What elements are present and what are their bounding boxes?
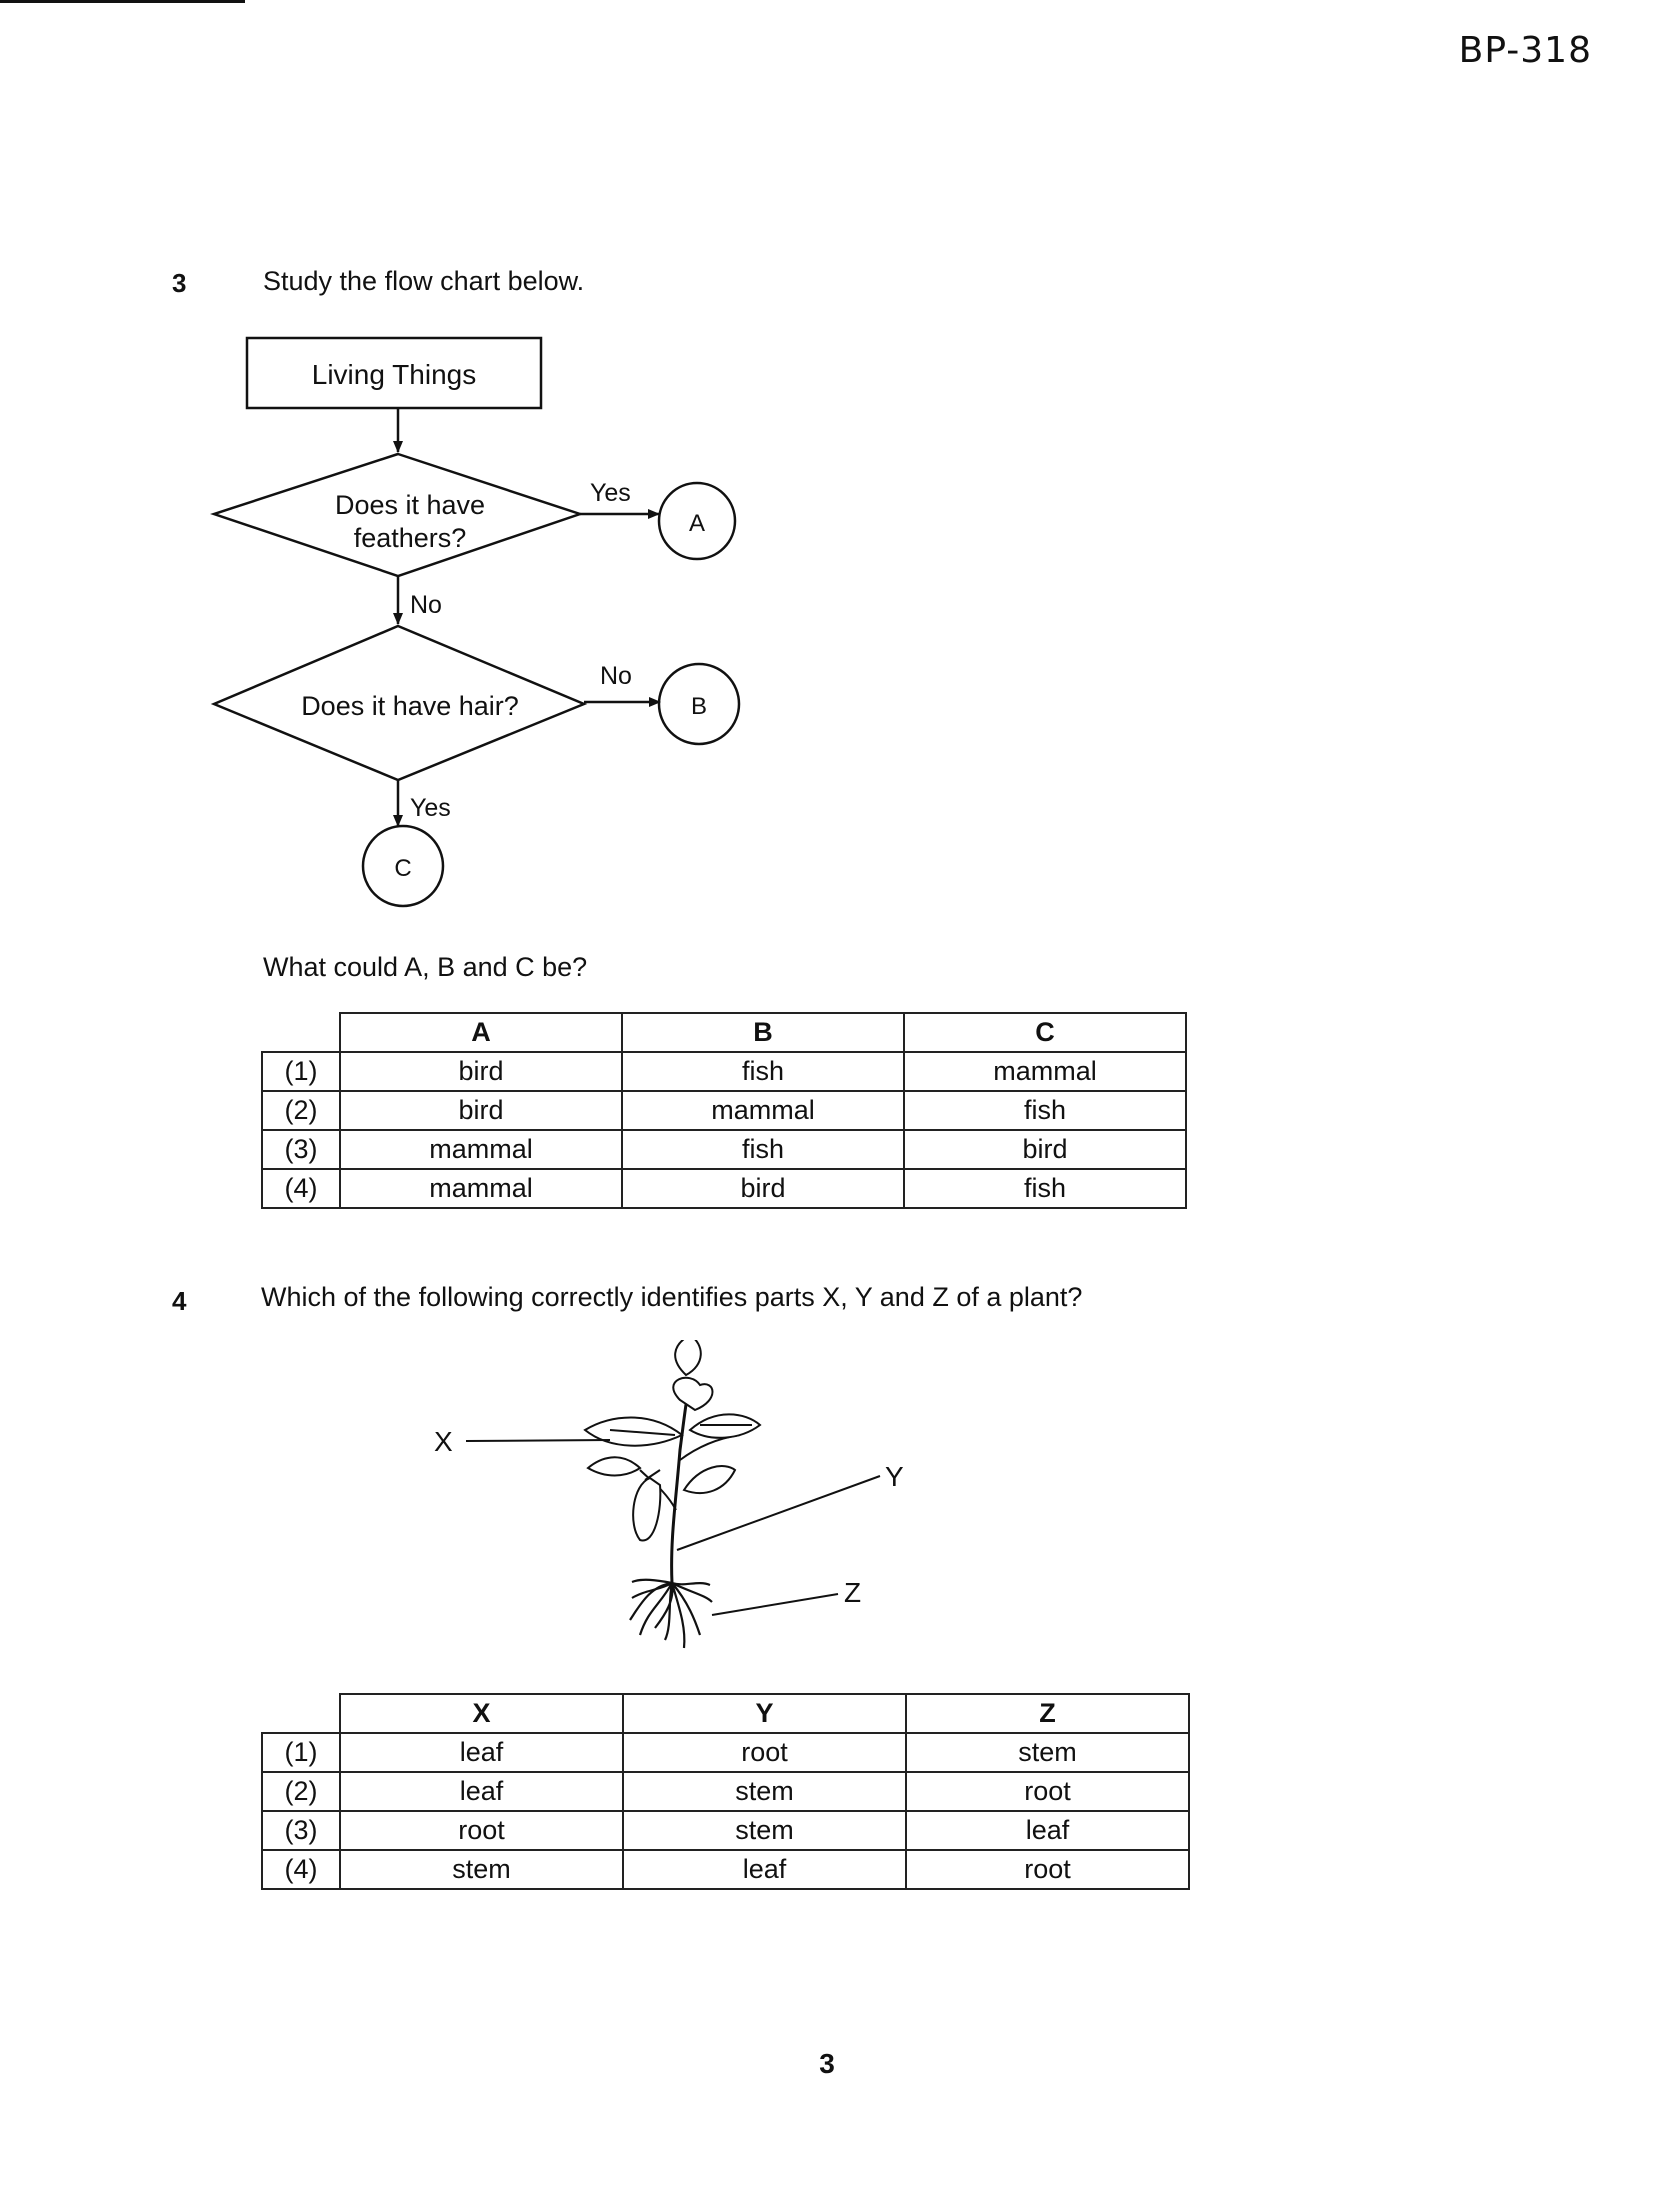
flowchart-no-label-2: No (600, 662, 632, 690)
table-cell: leaf (339, 1732, 624, 1773)
question-4-table: X Y Z (1) leaf root stem (2) leaf stem r… (261, 1693, 1190, 1890)
flowchart-a-label: A (689, 510, 705, 537)
table-row: (4) stem leaf root (261, 1849, 1190, 1890)
table-cell: bird (339, 1090, 623, 1131)
flowchart-decision1-line1: Does it have (335, 490, 485, 520)
table-row: (1) leaf root stem (261, 1732, 1190, 1773)
table-cell: mammal (621, 1090, 905, 1131)
leader-line-x (465, 1439, 611, 1442)
table-header: A (339, 1012, 623, 1053)
table-row: (4) mammal bird fish (261, 1168, 1187, 1209)
table-header: B (621, 1012, 905, 1053)
table-cell: bird (339, 1051, 623, 1092)
table-cell: stem (905, 1732, 1190, 1773)
flowchart-decision1-line2: feathers? (354, 523, 467, 553)
table-cell: root (905, 1771, 1190, 1812)
table-cell: mammal (903, 1051, 1187, 1092)
option-number: (3) (261, 1810, 341, 1851)
option-number: (2) (261, 1771, 341, 1812)
table-cell: root (905, 1849, 1190, 1890)
table-cell: leaf (622, 1849, 907, 1890)
table-corner (262, 1013, 341, 1053)
page-number: 3 (819, 2048, 835, 2079)
table-cell: bird (621, 1168, 905, 1209)
flowchart-b-label: B (691, 693, 707, 720)
label-x: X (434, 1426, 453, 1457)
table-header-row: X Y Z (262, 1693, 1190, 1734)
flowchart-start-label: Living Things (312, 359, 476, 390)
table-cell: mammal (339, 1129, 623, 1170)
flowchart-yes-label-2: Yes (410, 794, 451, 822)
top-rule (0, 0, 245, 3)
table-corner (262, 1694, 341, 1734)
option-number: (2) (261, 1090, 341, 1131)
flowchart-circle-c (361, 824, 445, 908)
label-z: Z (844, 1577, 861, 1608)
table-cell: root (339, 1810, 624, 1851)
question-4-number: 4 (172, 1286, 187, 1316)
table-row: (3) mammal fish bird (261, 1129, 1187, 1170)
question-3-prompt: Study the flow chart below. (263, 266, 585, 296)
option-number: (4) (261, 1849, 341, 1890)
table-header: Y (622, 1693, 907, 1734)
option-number: (4) (261, 1168, 341, 1209)
flowchart-c-label: C (394, 855, 411, 882)
flowchart-decision2-label: Does it have hair? (301, 691, 519, 721)
document-id: BP-318 (1458, 30, 1592, 71)
table-header: X (339, 1693, 624, 1734)
flowchart-yes-label-1: Yes (590, 479, 631, 507)
plant-diagram: X Y Z (434, 1340, 904, 1649)
option-number: (1) (261, 1051, 341, 1092)
table-header-row: A B C (262, 1012, 1187, 1053)
option-number: (3) (261, 1129, 341, 1170)
flowchart-no-label-1: No (410, 591, 442, 619)
table-cell: stem (622, 1810, 907, 1851)
table-header: C (903, 1012, 1187, 1053)
table-cell: leaf (905, 1810, 1190, 1851)
flowchart-circle-a (657, 481, 737, 561)
table-row: (2) bird mammal fish (261, 1090, 1187, 1131)
table-cell: fish (621, 1051, 905, 1092)
table-cell: fish (621, 1129, 905, 1170)
option-number: (1) (261, 1732, 341, 1773)
question-4-prompt: Which of the following correctly identif… (261, 1282, 1083, 1312)
leader-line-y (676, 1475, 881, 1551)
plant-icon (583, 1340, 762, 1649)
flowchart: Living Things Does it have feathers? Yes… (210, 336, 741, 908)
table-row: (3) root stem leaf (261, 1810, 1190, 1851)
table-row: (2) leaf stem root (261, 1771, 1190, 1812)
question-3-number: 3 (172, 268, 187, 298)
table-cell: bird (903, 1129, 1187, 1170)
table-cell: mammal (339, 1168, 623, 1209)
flowchart-circle-b (657, 662, 741, 746)
flowchart-start-box (245, 336, 543, 410)
leader-line-z (711, 1593, 839, 1616)
table-cell: leaf (339, 1771, 624, 1812)
label-y: Y (885, 1461, 904, 1492)
table-row: (1) bird fish mammal (261, 1051, 1187, 1092)
question-3-sub: What could A, B and C be? (263, 952, 588, 982)
table-cell: fish (903, 1090, 1187, 1131)
table-cell: stem (622, 1771, 907, 1812)
table-cell: fish (903, 1168, 1187, 1209)
table-cell: stem (339, 1849, 624, 1890)
question-3-table: A B C (1) bird fish mammal (2) bird mamm… (261, 1012, 1187, 1209)
table-header: Z (905, 1693, 1190, 1734)
table-cell: root (622, 1732, 907, 1773)
